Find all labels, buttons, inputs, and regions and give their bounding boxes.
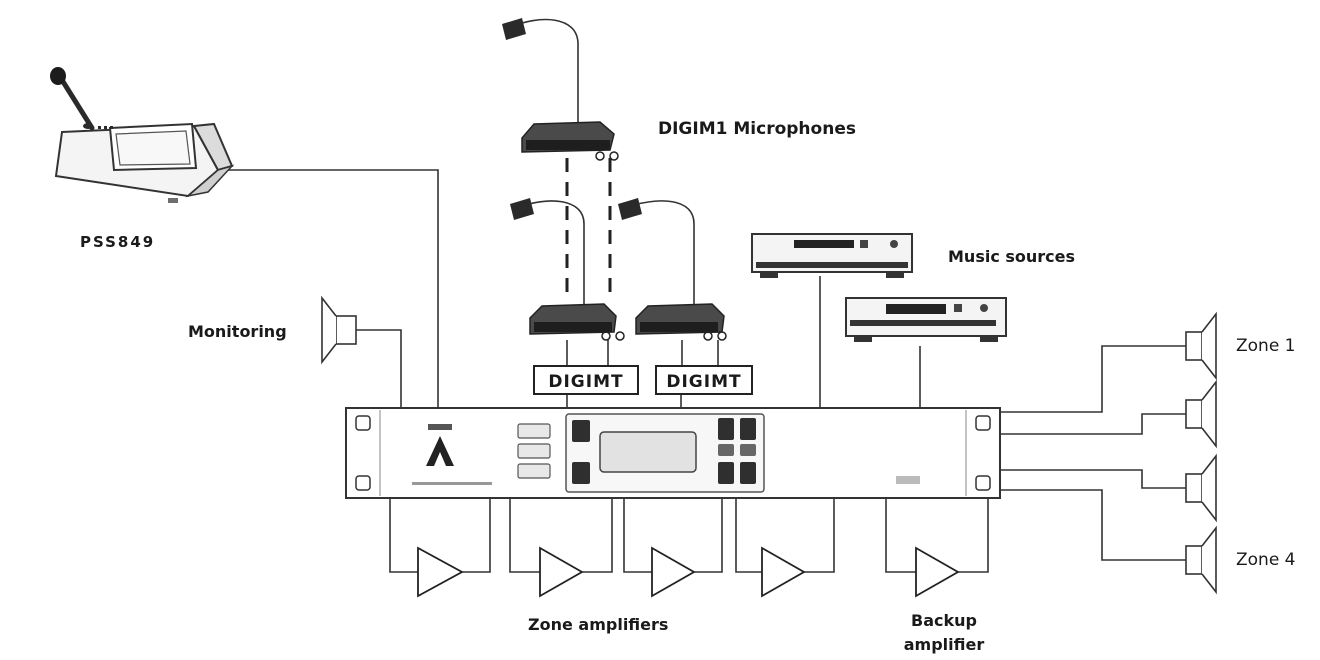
monitor-wire [356, 329, 402, 410]
microphone-mid-right [618, 198, 727, 341]
monitoring-speaker-icon [321, 295, 357, 365]
digimt-label: DIGIMT [548, 372, 623, 392]
digimt-box-1: DIGIMT [533, 365, 639, 395]
rack-unit-icon [345, 407, 1001, 499]
amp3-in [623, 498, 652, 573]
amplifier-triangle-icon [417, 546, 464, 598]
digimt-box-2: DIGIMT [655, 365, 753, 395]
amp2-in [509, 498, 540, 573]
microphone-mid-left [510, 198, 625, 341]
media-player-icon [845, 297, 1007, 342]
backup-amplifier-label-line2: amplifier [904, 635, 985, 654]
backup-amp-in [885, 498, 916, 573]
amp1-in [389, 498, 418, 573]
pss-wire [218, 169, 439, 410]
gooseneck-microphone-icon [502, 18, 526, 40]
microphone-top [502, 18, 619, 161]
microphones-label: DIGIM1 Microphones [658, 119, 856, 139]
zone4-label: Zone 4 [1236, 550, 1296, 570]
backup-amplifier-label-line1: Backup [911, 611, 977, 630]
music-sources-label: Music sources [948, 247, 1075, 266]
zone2-wire [1000, 413, 1186, 435]
gooseneck-microphone-icon [618, 198, 642, 220]
gooseneck-microphone-icon [510, 198, 534, 220]
amp4-in [735, 498, 762, 573]
zone3-wire [1000, 469, 1186, 489]
digimt-label: DIGIMT [666, 372, 741, 392]
speaker-icon [1185, 525, 1217, 595]
zone4-wire [1000, 489, 1186, 561]
amp2-out [582, 498, 613, 573]
monitoring-label: Monitoring [188, 322, 287, 341]
pss-label: PSS849 [80, 233, 155, 251]
backup-amplifier-icon [915, 546, 960, 598]
amplifier-triangle-icon [651, 546, 696, 598]
paging-station-icon [50, 67, 235, 203]
amp4-out [804, 498, 835, 573]
backup-amp-out [958, 498, 989, 573]
zone1-wire [1000, 345, 1186, 413]
speaker-icon [1185, 379, 1217, 449]
media-player-icon [751, 233, 913, 278]
amplifier-triangle-icon [539, 546, 584, 598]
amp1-out [462, 498, 491, 573]
speaker-icon [1185, 311, 1217, 381]
zone-amplifiers-label: Zone amplifiers [528, 615, 668, 634]
amp3-out [694, 498, 723, 573]
amplifier-triangle-icon [761, 546, 806, 598]
wiring [218, 158, 1186, 573]
brand-logo [426, 436, 454, 466]
speaker-icon [1185, 453, 1217, 523]
zone1-label: Zone 1 [1236, 336, 1296, 356]
